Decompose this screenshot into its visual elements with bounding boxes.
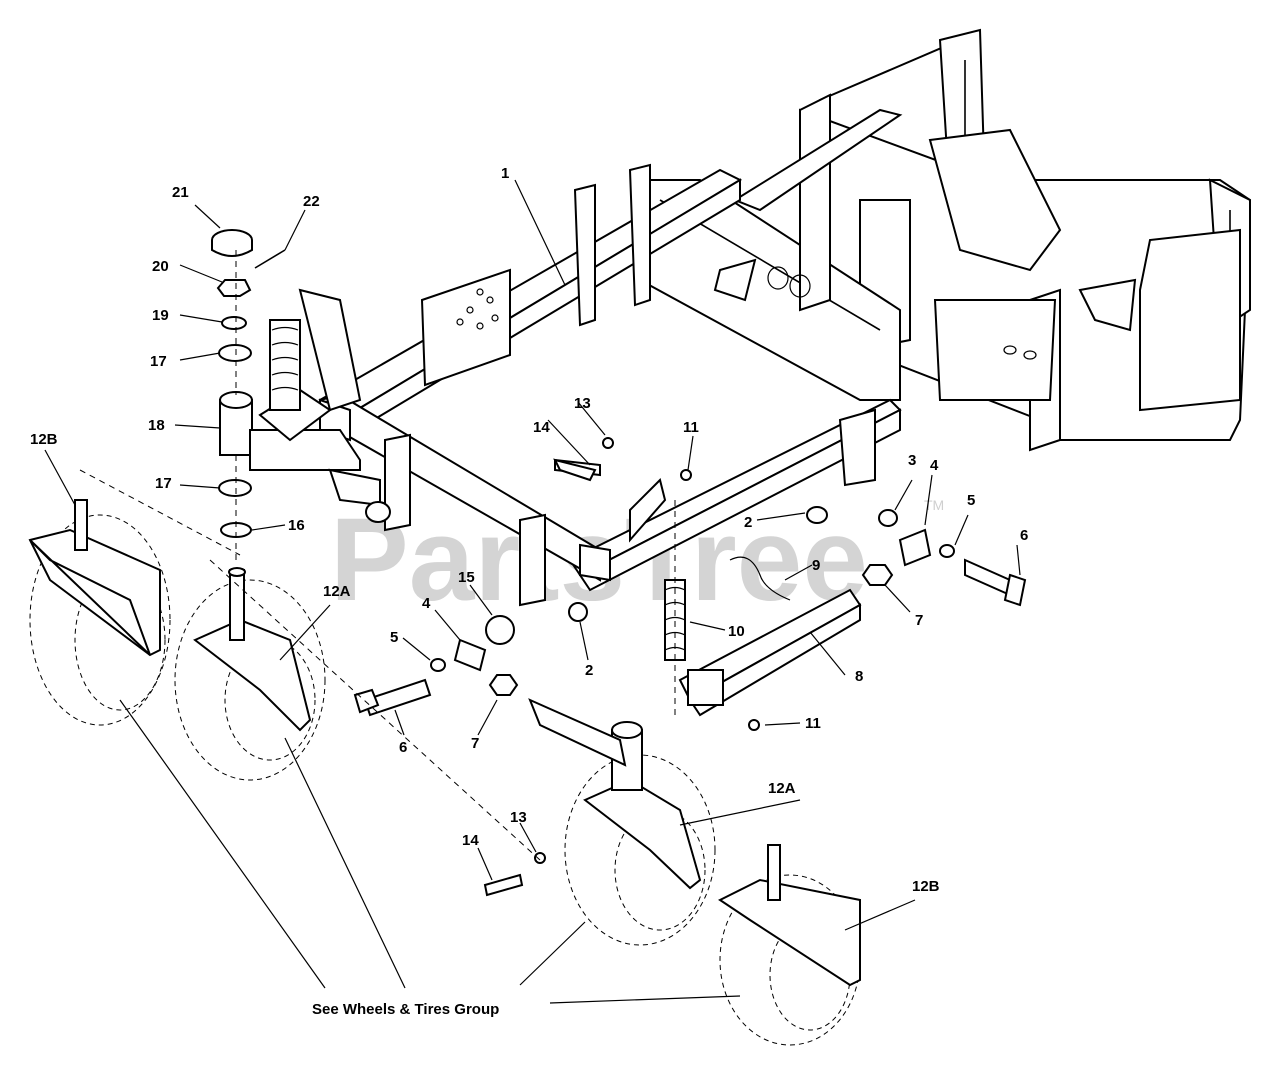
callout-4-right: 4	[930, 457, 939, 474]
watermark-trademark: TM	[924, 497, 944, 513]
callout-3: 3	[908, 452, 916, 469]
callout-18: 18	[148, 417, 165, 434]
left-front-caster	[174, 567, 326, 781]
callout-1: 1	[501, 165, 509, 182]
callout-12B-right: 12B	[912, 878, 940, 895]
callouts: 1 21 22 20 19 17 18 12B 17 16 12A 13 14 …	[30, 165, 1028, 895]
callout-19: 19	[152, 307, 169, 324]
callout-10: 10	[728, 623, 745, 640]
callout-9: 9	[812, 557, 820, 574]
callout-11-upper: 11	[683, 419, 699, 436]
right-front-caster	[564, 721, 716, 946]
callout-8: 8	[855, 668, 863, 685]
callout-20: 20	[152, 258, 169, 275]
callout-6-left: 6	[399, 739, 407, 756]
left-kingpin-assembly	[211, 229, 391, 560]
right-rear-caster	[718, 844, 861, 1046]
callout-4-left: 4	[422, 595, 431, 612]
callout-2-left: 2	[585, 662, 593, 679]
callout-12A-right: 12A	[768, 780, 796, 797]
callout-5-left: 5	[390, 629, 398, 646]
callout-14-lower: 14	[462, 832, 479, 849]
callout-21: 21	[172, 184, 189, 201]
callout-22: 22	[303, 193, 320, 210]
callout-14-upper: 14	[533, 419, 550, 436]
callout-7-right: 7	[915, 612, 923, 629]
callout-16: 16	[288, 517, 305, 534]
callout-17-upper: 17	[150, 353, 167, 370]
callout-17-lower: 17	[155, 475, 172, 492]
callout-5-right: 5	[967, 492, 975, 509]
callout-12B-left: 12B	[30, 431, 58, 448]
rear-frame	[639, 28, 1252, 452]
callout-13-lower: 13	[510, 809, 527, 826]
front-frame	[318, 163, 902, 607]
callout-13-upper: 13	[574, 395, 591, 412]
right-axle-assembly	[528, 500, 1027, 767]
wheels-tires-caption: See Wheels & Tires Group	[312, 1001, 499, 1018]
callout-12A-left: 12A	[323, 583, 351, 600]
left-rear-caster	[28, 469, 241, 726]
callout-7-left: 7	[471, 735, 479, 752]
callout-11-lower: 11	[805, 715, 821, 732]
callout-2-right: 2	[744, 514, 752, 531]
callout-15: 15	[458, 569, 475, 586]
leader-lines	[44, 179, 1021, 1004]
callout-6-right: 6	[1020, 527, 1028, 544]
